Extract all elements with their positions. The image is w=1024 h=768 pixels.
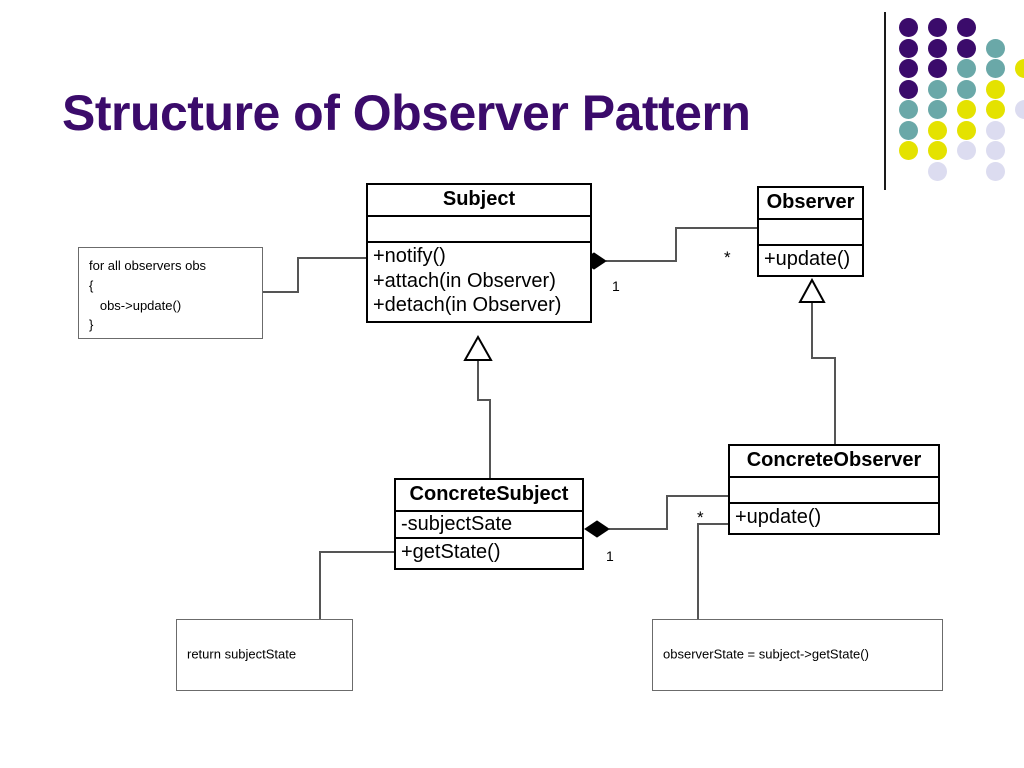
logo-dot-yellow — [928, 141, 947, 160]
class-box-concreteobserver[interactable]: ConcreteObserver +update() — [728, 444, 940, 535]
logo-dot-purple — [928, 18, 947, 37]
logo-dot-teal — [957, 79, 976, 99]
note-background — [176, 619, 353, 691]
logo-dot-purple — [899, 18, 918, 37]
operation-row: +attach(in Observer) — [373, 269, 556, 292]
class-name-concretesubject: ConcreteSubject — [396, 480, 582, 512]
note-anchor-update — [697, 523, 728, 624]
logo-dot-yellow — [899, 141, 918, 160]
attribute-row: -subjectSate — [401, 513, 513, 535]
generalization-triangle-observer — [798, 277, 826, 303]
logo-dot-yellow — [957, 100, 976, 119]
logo-dot-purple — [928, 59, 947, 78]
class-name-subject: Subject — [368, 185, 590, 217]
logo-dot-purple — [899, 38, 918, 58]
class-attributes-observer — [759, 220, 862, 246]
class-box-subject[interactable]: Subject +notify() +attach(in Observer) +… — [366, 183, 592, 323]
note-text: return subjectState — [187, 646, 297, 662]
multiplicity-concreteobserver-star: * — [697, 508, 704, 527]
note-anchor-getstate — [319, 551, 394, 622]
logo-dot-teal — [986, 38, 1005, 58]
class-operations-concretesubject: +getState() — [396, 539, 582, 568]
logo-dot-lavender — [986, 141, 1005, 160]
class-name-observer: Observer — [759, 188, 862, 220]
logo-dot-yellow — [986, 79, 1005, 99]
logo-dot-purple — [928, 38, 947, 58]
logo-dot-teal — [899, 100, 918, 119]
logo-dot-teal — [928, 79, 947, 99]
class-operations-observer: +update() — [759, 246, 862, 275]
generalization-concreteobserver-line — [811, 302, 836, 448]
note-text: for all observers obs { obs->update() } — [89, 258, 207, 333]
logo-dot-purple — [899, 79, 918, 99]
logo-dot-lavender — [957, 141, 976, 160]
logo-dot-lavender — [1015, 100, 1024, 119]
class-operations-subject: +notify() +attach(in Observer) +detach(i… — [368, 243, 590, 321]
logo-dot-purple — [957, 18, 976, 37]
logo-dot-yellow — [986, 100, 1005, 119]
multiplicity-observer-star: * — [724, 248, 731, 267]
multiplicity-concretesubject-one: 1 — [606, 548, 614, 564]
vertical-rule — [884, 12, 886, 190]
logo-dot-lavender — [986, 161, 1005, 181]
operation-row: +notify() — [373, 245, 446, 267]
class-operations-concreteobserver: +update() — [730, 504, 938, 533]
operation-row: +getState() — [401, 541, 501, 563]
note-background — [652, 619, 943, 691]
logo-dot-lavender — [928, 161, 947, 181]
note-anchor-notify — [262, 257, 366, 293]
association-concrete-line — [609, 495, 728, 530]
operation-row: +update() — [735, 506, 822, 528]
generalization-triangle-subject — [463, 334, 493, 361]
multiplicity-subject-one: 1 — [612, 278, 620, 294]
page-title: Structure of Observer Pattern — [62, 85, 751, 141]
note-text: observerState = subject->getState() — [663, 646, 869, 662]
note-notify-body[interactable]: for all observers obs { obs->update() } — [78, 247, 263, 339]
logo-dot-teal — [986, 59, 1005, 78]
class-box-concretesubject[interactable]: ConcreteSubject -subjectSate +getState() — [394, 478, 584, 570]
class-attributes-concreteobserver — [730, 478, 938, 504]
logo-dot-yellow — [928, 120, 947, 140]
class-box-observer[interactable]: Observer +update() — [757, 186, 864, 277]
note-observerstate-assignment[interactable]: observerState = subject->getState() — [652, 619, 943, 691]
logo-dot-purple — [957, 38, 976, 58]
logo-dot-teal — [928, 100, 947, 119]
logo-dot-teal — [899, 120, 918, 140]
logo-dot-lavender — [986, 120, 1005, 140]
class-name-concreteobserver: ConcreteObserver — [730, 446, 938, 478]
association-subject-observer-line — [606, 227, 757, 262]
decorative-dot-grid — [884, 8, 1024, 190]
logo-dot-yellow — [957, 120, 976, 140]
logo-dot-yellow — [1015, 59, 1024, 78]
generalization-concretesubject-line — [477, 360, 491, 482]
logo-dot-teal — [957, 59, 976, 78]
note-background — [78, 247, 263, 339]
note-return-subjectstate[interactable]: return subjectState — [176, 619, 353, 691]
operation-row: +detach(in Observer) — [373, 294, 562, 317]
composition-diamond-concretesubject — [584, 520, 610, 538]
class-attributes-subject — [368, 217, 590, 243]
class-attributes-concretesubject: -subjectSate — [396, 512, 582, 539]
logo-dot-purple — [899, 59, 918, 78]
operation-row: +update() — [764, 248, 851, 270]
